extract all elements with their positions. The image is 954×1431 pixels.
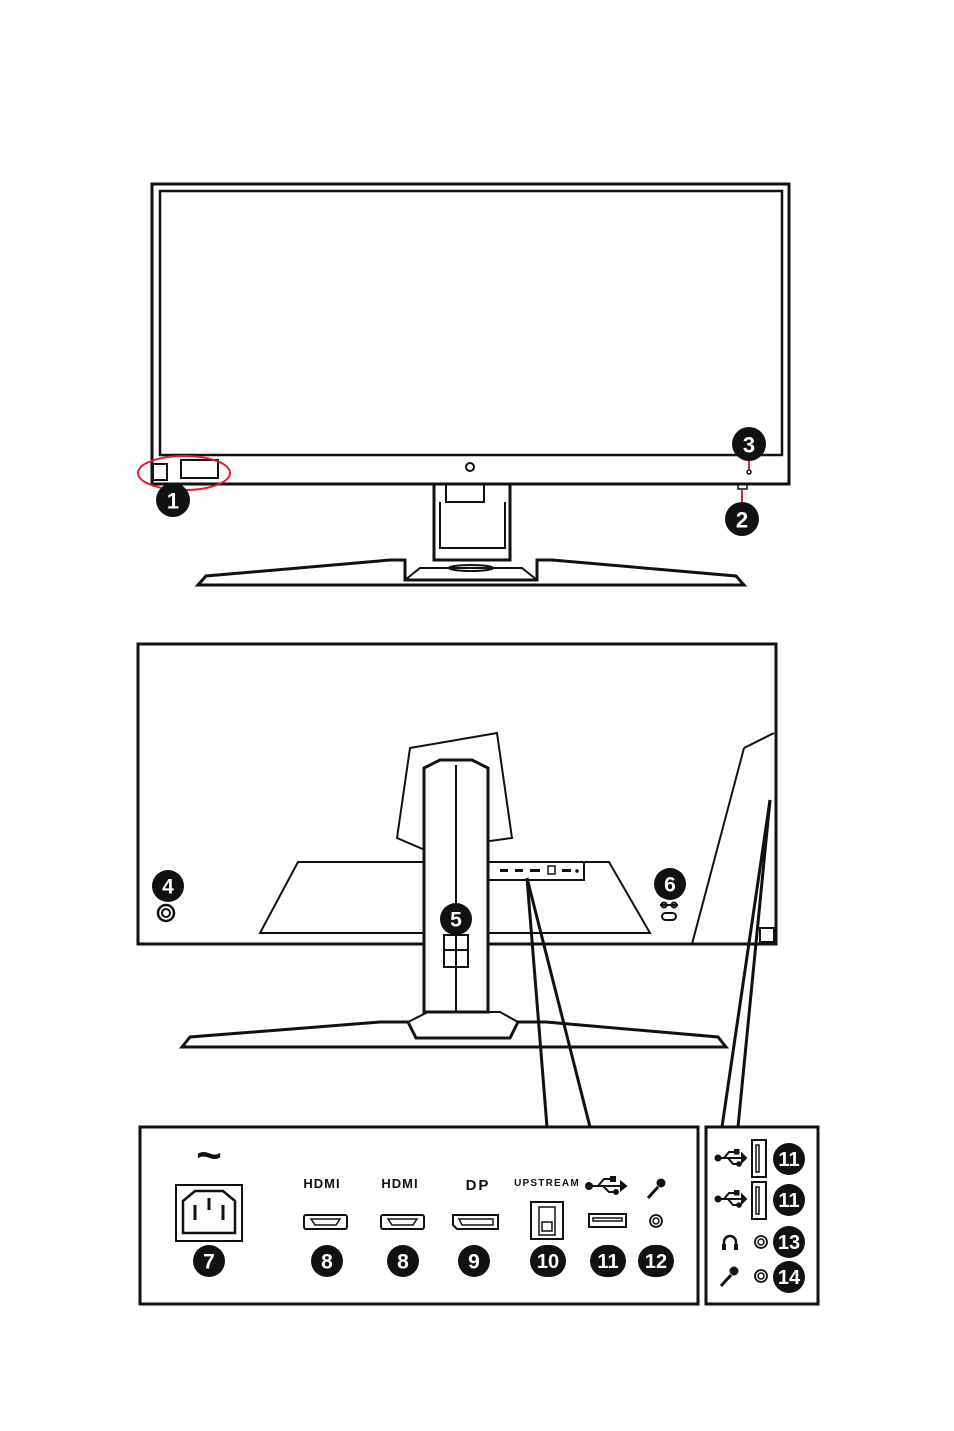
callout-13-label: 13 bbox=[778, 1232, 800, 1254]
callout-9: 9 bbox=[458, 1245, 490, 1277]
port-label-upstream: UPSTREAM bbox=[514, 1178, 580, 1189]
front-control-panel bbox=[180, 459, 219, 479]
callout-11a: 11 bbox=[590, 1245, 626, 1277]
callout-12-label: 12 bbox=[645, 1251, 667, 1273]
front-joystick-button bbox=[152, 463, 168, 481]
rear-view bbox=[136, 642, 778, 1049]
rear-kensington-lock bbox=[661, 912, 677, 921]
callout-2-label: 2 bbox=[736, 508, 748, 533]
callout-10: 10 bbox=[530, 1245, 566, 1277]
callout-13: 13 bbox=[773, 1226, 805, 1258]
port-label-dp: DP bbox=[466, 1177, 491, 1194]
callout-3: 3 bbox=[732, 427, 766, 461]
callout-7: 7 bbox=[193, 1245, 225, 1277]
callout-10-label: 10 bbox=[537, 1251, 559, 1273]
front-power-button bbox=[737, 483, 748, 490]
front-stand-base bbox=[194, 558, 748, 587]
callout-11b-label: 11 bbox=[778, 1149, 799, 1171]
usb-icon bbox=[585, 1176, 628, 1195]
side-mic-icon bbox=[719, 1266, 739, 1288]
callout-1-label: 1 bbox=[167, 489, 179, 514]
usb-a-port bbox=[588, 1213, 627, 1228]
mic-icon bbox=[646, 1178, 666, 1200]
power-socket bbox=[175, 1184, 243, 1242]
rear-stand-base bbox=[178, 1020, 730, 1049]
callout-6-label: 6 bbox=[664, 874, 676, 897]
front-power-led bbox=[746, 469, 752, 475]
callout-8b-label: 8 bbox=[397, 1251, 409, 1274]
headphone-jack bbox=[754, 1235, 768, 1249]
callout-14: 14 bbox=[773, 1261, 805, 1293]
callout-12: 12 bbox=[638, 1245, 674, 1277]
front-center-logo bbox=[465, 462, 475, 472]
front-screen bbox=[158, 189, 784, 457]
headphone-icon bbox=[722, 1234, 738, 1250]
callout-5-label: 5 bbox=[450, 909, 462, 932]
callout-9-label: 9 bbox=[468, 1251, 480, 1274]
callout-11c-label: 11 bbox=[778, 1190, 799, 1212]
callout-3-label: 3 bbox=[743, 433, 755, 458]
usb-b-port bbox=[530, 1201, 564, 1240]
callout-1: 1 bbox=[156, 483, 190, 517]
callout-11b: 11 bbox=[773, 1143, 805, 1175]
mic-jack bbox=[649, 1214, 663, 1228]
callout-8a-label: 8 bbox=[321, 1251, 333, 1274]
side-usb-port-2 bbox=[751, 1181, 767, 1220]
front-view bbox=[150, 182, 791, 587]
callout-11c: 11 bbox=[773, 1184, 805, 1216]
port-label-hdmi-2: HDMI bbox=[381, 1176, 418, 1191]
side-usb-icon-2 bbox=[714, 1190, 748, 1208]
hdmi-port-1 bbox=[303, 1214, 348, 1230]
kensington-icon bbox=[660, 901, 678, 909]
callout-2: 2 bbox=[725, 502, 759, 536]
callout-4-label: 4 bbox=[162, 876, 174, 899]
front-stand-neck bbox=[432, 484, 512, 562]
rear-io-strip-ports bbox=[500, 865, 579, 875]
front-bezel bbox=[150, 182, 791, 486]
callout-14-label: 14 bbox=[778, 1267, 801, 1289]
dp-port bbox=[452, 1214, 499, 1230]
callout-8b: 8 bbox=[387, 1245, 419, 1277]
rear-io-strip bbox=[487, 861, 585, 881]
callout-11a-label: 11 bbox=[597, 1251, 618, 1273]
side-mic-jack bbox=[754, 1269, 768, 1283]
port-label-hdmi-1: HDMI bbox=[303, 1176, 340, 1191]
callout-5: 5 bbox=[440, 903, 472, 935]
callout-7-label: 7 bbox=[203, 1251, 215, 1274]
side-usb-port-1 bbox=[751, 1139, 767, 1178]
callout-6: 6 bbox=[654, 868, 686, 900]
hdmi-port-2 bbox=[380, 1214, 425, 1230]
callout-8a: 8 bbox=[311, 1245, 343, 1277]
rear-joystick bbox=[156, 903, 176, 923]
side-usb-icon-1 bbox=[714, 1149, 748, 1167]
callout-4: 4 bbox=[152, 870, 184, 902]
ac-symbol: ~ bbox=[196, 1131, 222, 1180]
